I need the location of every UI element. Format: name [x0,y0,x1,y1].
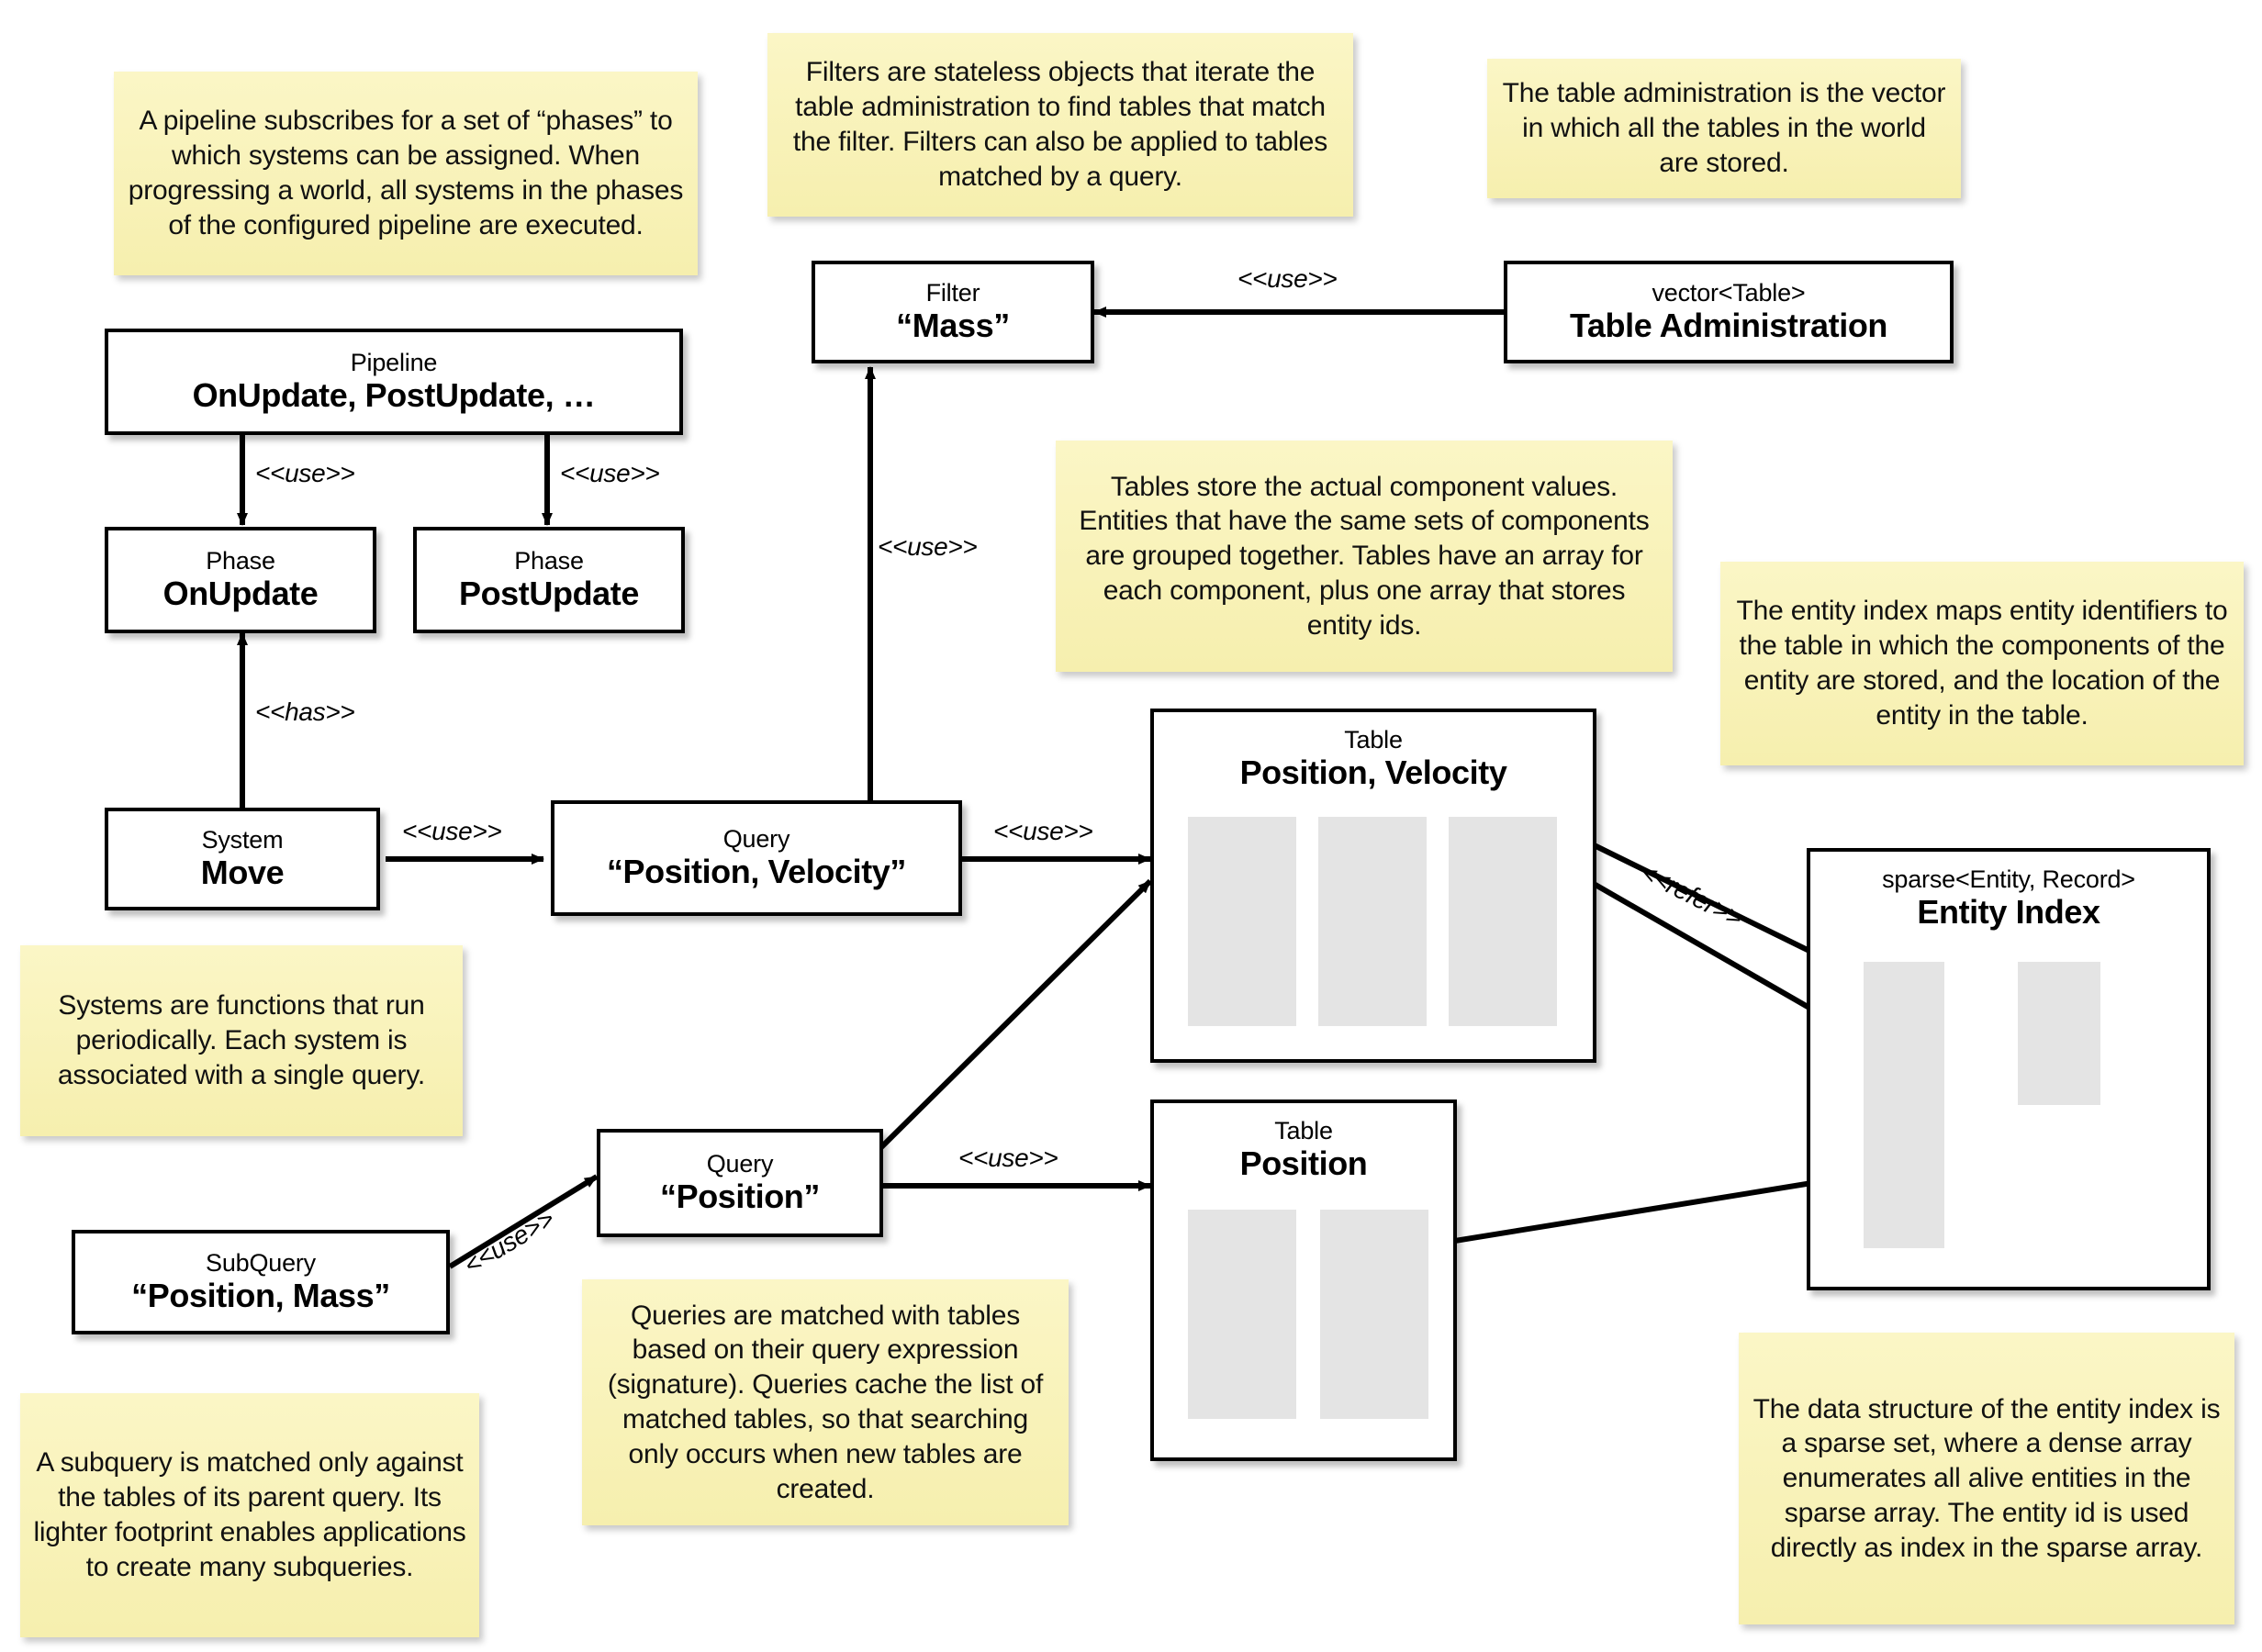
box-stereotype: SubQuery [206,1249,316,1278]
note-tables: Tables store the actual component values… [1056,441,1673,672]
table-p-columns [1188,1210,1428,1419]
note-systems: Systems are functions that run periodica… [20,945,463,1136]
box-name: “Position, Mass” [131,1277,390,1315]
box-query-position-velocity[interactable]: Query “Position, Velocity” [551,800,962,916]
table-column [1188,817,1296,1026]
box-name: PostUpdate [458,575,640,613]
edge-label-use-filter-query: <<use>> [878,532,978,561]
sparse-array-block [1864,962,1944,1248]
box-query-position[interactable]: Query “Position” [597,1129,883,1237]
note-queries: Queries are matched with tables based on… [582,1279,1069,1525]
box-stereotype: sparse<Entity, Record> [1882,865,2135,893]
box-subquery-position-mass[interactable]: SubQuery “Position, Mass” [72,1230,450,1334]
note-subquery: A subquery is matched only against the t… [20,1393,479,1637]
table-pv-columns [1188,817,1557,1026]
edge-label-has-system-phase: <<has>> [255,698,355,726]
box-name: Entity Index [1917,893,2100,932]
box-name: Move [200,854,285,892]
box-stereotype: vector<Table> [1652,279,1806,307]
box-stereotype: Phase [206,547,275,575]
box-name: Position, Velocity [1239,753,1507,792]
box-name: OnUpdate [162,575,319,613]
note-table-administration: The table administration is the vector i… [1487,59,1961,198]
edge-label-use-subquery-query: <<use>> [459,1204,559,1280]
box-stereotype: Table [1344,726,1403,753]
edge-label-use-queryposition-table: <<use>> [958,1144,1058,1172]
edge-label-use-query-table: <<use>> [993,817,1093,845]
box-stereotype: Query [722,825,790,854]
edge-label-use-pipeline-onupdate: <<use>> [255,459,355,487]
box-name: “Position” [660,1178,820,1216]
box-phase-onupdate[interactable]: Phase OnUpdate [105,527,376,633]
box-phase-postupdate[interactable]: Phase PostUpdate [413,527,685,633]
note-sparse-set: The data structure of the entity index i… [1739,1333,2234,1624]
box-stereotype: Query [706,1150,774,1178]
table-column [1318,817,1427,1026]
box-stereotype: System [201,826,284,854]
table-column [1320,1210,1428,1419]
box-table-administration[interactable]: vector<Table> Table Administration [1504,261,1954,363]
table-column [1449,817,1557,1026]
box-name: OnUpdate, PostUpdate, … [192,376,596,415]
box-system-move[interactable]: System Move [105,808,380,910]
edge-queryposition-to-table-pv [879,878,1153,1150]
box-pipeline[interactable]: Pipeline OnUpdate, PostUpdate, … [105,329,683,435]
note-filter: Filters are stateless objects that itera… [767,33,1353,217]
box-filter-mass[interactable]: Filter “Mass” [812,261,1094,363]
edge-label-refer-entityindex-table: <<refer>> [1635,857,1748,933]
box-stereotype: Phase [514,547,584,575]
edge-label-use-tableadmin-filter: <<use>> [1237,264,1338,293]
note-pipeline: A pipeline subscribes for a set of “phas… [114,72,698,275]
box-name: Position [1239,1144,1368,1183]
note-entity-index: The entity index maps entity identifiers… [1720,562,2244,765]
box-stereotype: Pipeline [350,349,438,377]
box-name: “Mass” [896,307,1010,345]
dense-array-block [2018,962,2100,1105]
box-stereotype: Table [1274,1117,1333,1144]
edge-label-use-system-query: <<use>> [402,817,502,845]
table-column [1188,1210,1296,1419]
edge-entityindex-to-table-p [1431,1179,1819,1248]
edge-label-use-pipeline-postupdate: <<use>> [560,459,660,487]
box-name: Table Administration [1569,307,1888,345]
box-name: “Position, Velocity” [606,853,907,891]
box-stereotype: Filter [925,279,980,307]
